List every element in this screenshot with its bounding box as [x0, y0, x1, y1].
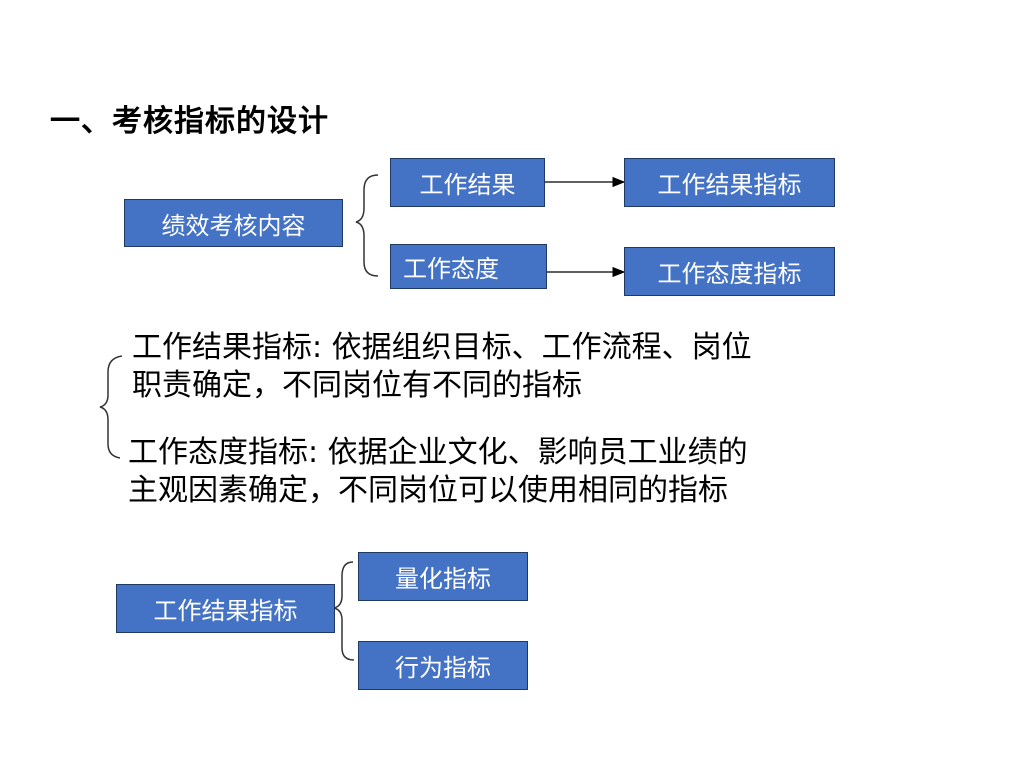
root-box-work-result-indicator: 工作结果指标	[116, 584, 335, 633]
branch-box-work-result: 工作结果	[390, 158, 545, 207]
top-brace	[355, 174, 379, 277]
target-box-work-result-indicator: 工作结果指标	[624, 158, 835, 207]
definition-work-attitude: 工作态度指标: 依据企业文化、影响员工业绩的 主观因素确定，不同岗位可以使用相同…	[128, 434, 748, 510]
child-box-quantitative-indicator: 量化指标	[358, 552, 528, 601]
child-box-behavioral-indicator: 行为指标	[358, 641, 528, 690]
definition-work-result: 工作结果指标: 依据组织目标、工作流程、岗位 职责确定，不同岗位有不同的指标	[132, 329, 752, 405]
bottom-brace	[333, 561, 355, 661]
definition-work-result-line2: 职责确定，不同岗位有不同的指标	[132, 368, 582, 403]
target-box-work-attitude-indicator: 工作态度指标	[624, 247, 835, 296]
definition-work-result-line1: 工作结果指标: 依据组织目标、工作流程、岗位	[132, 330, 752, 365]
branch-box-work-attitude: 工作态度	[390, 244, 547, 289]
definitions-brace	[99, 355, 123, 459]
page-title: 一、考核指标的设计	[50, 104, 329, 139]
definition-work-attitude-line2: 主观因素确定，不同岗位可以使用相同的指标	[128, 473, 728, 508]
definition-work-attitude-line1: 工作态度指标: 依据企业文化、影响员工业绩的	[128, 435, 748, 470]
root-box-performance-content: 绩效考核内容	[124, 199, 343, 247]
